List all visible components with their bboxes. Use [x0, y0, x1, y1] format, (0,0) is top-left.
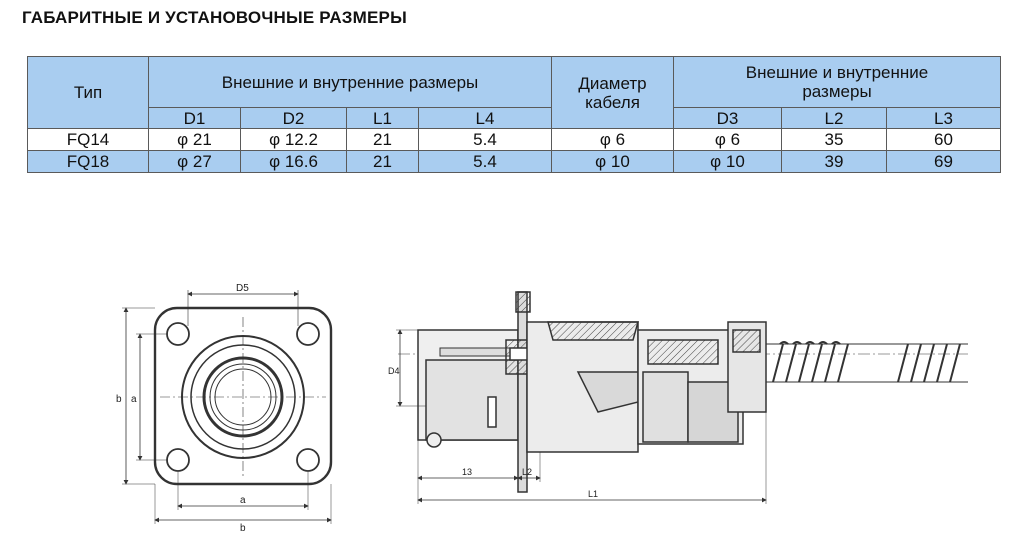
cell-l1: 21	[346, 128, 419, 151]
header-d1: D1	[148, 107, 241, 129]
label-d5: D5	[236, 283, 249, 294]
cell-l2: 39	[781, 150, 887, 173]
header-d3: D3	[673, 107, 782, 129]
cell-l2: 35	[781, 128, 887, 151]
connector-side-view-drawing: D4 13 L2 L1	[388, 291, 968, 504]
cell-l3: 60	[885, 128, 1002, 151]
cell-l4: 5.4	[418, 150, 552, 173]
cell-l4: 5.4	[418, 128, 552, 151]
cell-d2: φ 12.2	[240, 128, 347, 151]
label-13: 13	[462, 467, 472, 477]
header-l2: L2	[781, 107, 887, 129]
header-group-outer-inner-2: Внешние и внутренние размеры	[672, 56, 1002, 108]
cell-cable: φ 6	[551, 128, 674, 151]
label-b-bottom: b	[240, 523, 246, 532]
table-row: FQ18 φ 27 φ 16.6 21 5.4 φ 10 φ 10 39 69	[27, 150, 1002, 173]
label-l1: L1	[588, 489, 598, 499]
label-l2: L2	[522, 467, 532, 477]
cell-d3: φ 6	[673, 128, 782, 151]
cell-type: FQ14	[27, 128, 149, 151]
cell-cable: φ 10	[551, 150, 674, 173]
cell-type: FQ18	[27, 150, 149, 173]
cell-d1: φ 27	[148, 150, 241, 173]
header-d2: D2	[240, 107, 347, 129]
table-row: FQ14 φ 21 φ 12.2 21 5.4 φ 6 φ 6 35 60	[27, 128, 1002, 151]
flange-front-view-drawing: D5 b a a b	[116, 283, 333, 532]
header-cable-diameter: Диаметр кабеля	[551, 56, 674, 129]
cell-d3: φ 10	[673, 150, 782, 173]
label-a-side: a	[131, 394, 137, 405]
header-group-outer-inner-1: Внешние и внутренние размеры	[148, 56, 552, 108]
label-d4: D4	[388, 366, 400, 376]
header-l4: L4	[418, 107, 552, 129]
header-l1: L1	[346, 107, 419, 129]
label-b-side: b	[116, 394, 122, 405]
label-a-bottom: a	[240, 495, 246, 506]
page-title: ГАБАРИТНЫЕ И УСТАНОВОЧНЫЕ РАЗМЕРЫ	[22, 8, 407, 27]
cell-l1: 21	[346, 150, 419, 173]
dimensions-table: Тип Внешние и внутренние размеры Диаметр…	[27, 56, 1002, 173]
cell-l3: 69	[885, 150, 1002, 173]
header-l3: L3	[885, 107, 1002, 129]
cell-d1: φ 21	[148, 128, 241, 151]
cell-d2: φ 16.6	[240, 150, 347, 173]
header-type: Тип	[27, 56, 149, 129]
